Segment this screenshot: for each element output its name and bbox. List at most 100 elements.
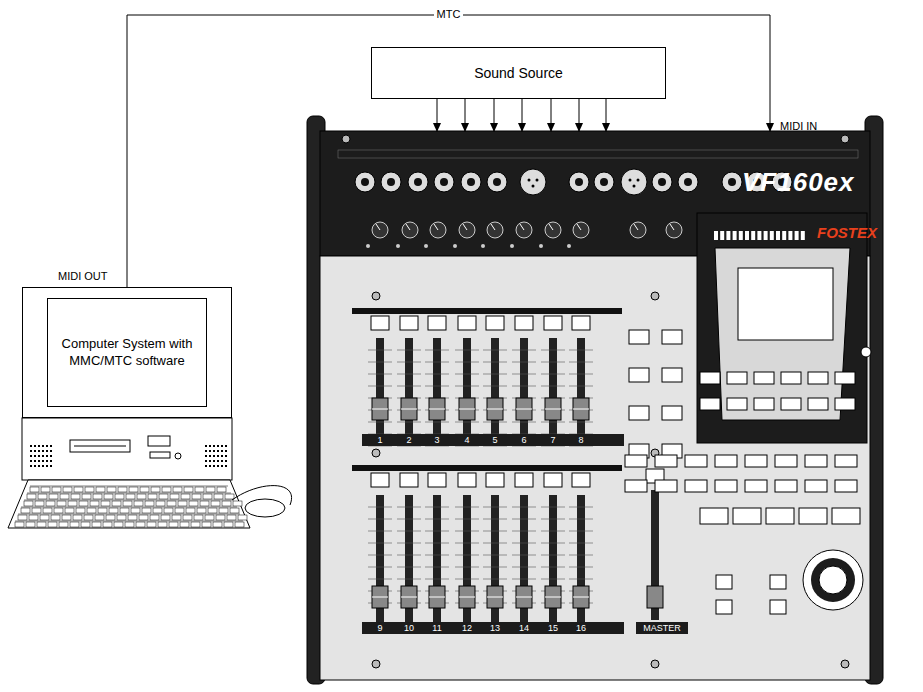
drawing-part <box>225 450 227 452</box>
drawing-part <box>520 224 524 230</box>
drawing-part <box>90 501 99 506</box>
drawing-part <box>205 460 207 462</box>
button <box>832 508 860 524</box>
drawing-part <box>425 543 449 544</box>
button <box>685 480 707 492</box>
button <box>835 398 855 410</box>
drawing-part <box>128 515 137 520</box>
connector <box>606 99 607 131</box>
xlr-jack <box>520 169 546 195</box>
drawing-part <box>34 450 36 452</box>
fader-knob <box>372 586 388 608</box>
drawing-part <box>103 522 112 527</box>
drawing-part <box>424 244 428 248</box>
drawing-part <box>129 487 138 492</box>
lcd <box>738 268 833 340</box>
drawing-part <box>512 579 536 580</box>
drawing-part <box>172 515 181 520</box>
drawing-part <box>225 455 227 457</box>
drawing-part <box>397 362 421 363</box>
drawing-part <box>714 231 718 240</box>
button <box>625 455 647 467</box>
button <box>662 406 682 420</box>
drawing-part <box>85 487 94 492</box>
button <box>629 406 649 420</box>
drawing-part <box>74 487 83 492</box>
drawing-part <box>131 508 140 513</box>
drive-slot <box>70 440 130 452</box>
drawing-part <box>205 455 207 457</box>
drawing-part <box>189 501 198 506</box>
drawing-part <box>202 522 211 527</box>
button <box>770 575 786 589</box>
drawing-part <box>217 445 219 447</box>
fader-knob <box>487 586 503 608</box>
drawing-part <box>541 422 565 423</box>
drawing-part <box>368 422 392 423</box>
button <box>662 368 682 382</box>
drawing-part <box>50 455 52 457</box>
drawing-part <box>455 567 479 568</box>
drawing-part <box>18 514 240 515</box>
drawing-part <box>34 465 36 467</box>
screw <box>372 660 380 668</box>
drawing-part <box>170 494 179 499</box>
channel-button <box>371 316 389 330</box>
fader-knob <box>573 398 589 420</box>
drawing-part <box>217 465 219 467</box>
drawing-part <box>512 555 536 556</box>
drawing-part <box>235 522 244 527</box>
button <box>700 372 720 384</box>
drawing-part <box>209 460 211 462</box>
node-text: Computer System with MMC/MTC software <box>47 298 207 407</box>
drawing-part <box>142 508 151 513</box>
drawing-part <box>24 501 33 506</box>
drawing-part <box>483 531 507 532</box>
drawing-part <box>175 508 184 513</box>
drawing-part <box>217 450 219 452</box>
drawing-part <box>230 508 239 513</box>
jack <box>355 172 375 192</box>
drawing-part <box>372 597 388 598</box>
drawing-part <box>819 566 847 594</box>
drawing-part <box>74 446 126 447</box>
drawing-part <box>726 231 730 240</box>
drawing-part <box>366 244 370 248</box>
drawing-part <box>425 507 449 508</box>
drawing-part <box>483 350 507 351</box>
drawing-part <box>368 555 392 556</box>
drawing-part <box>541 350 565 351</box>
button <box>781 372 801 384</box>
drive-slot <box>148 436 170 446</box>
drawing-part <box>401 409 417 410</box>
button <box>770 600 786 614</box>
channel-number: 12 <box>462 624 472 633</box>
drawing-part <box>200 501 209 506</box>
jack <box>652 172 672 192</box>
channel-number: 15 <box>548 624 558 633</box>
drawing-part <box>162 487 171 492</box>
drawing-part <box>567 244 571 248</box>
drawing-part <box>37 522 46 527</box>
drawing-part <box>186 508 195 513</box>
drawing-part <box>209 465 211 467</box>
drawing-part <box>757 231 761 240</box>
drawing-part <box>764 231 768 240</box>
knob <box>372 222 388 238</box>
fader-knob <box>647 586 663 608</box>
button <box>799 508 827 524</box>
drawing-part <box>209 445 211 447</box>
channel-number: 3 <box>434 436 439 445</box>
drawing-part <box>795 231 799 240</box>
drawing-part <box>459 409 475 410</box>
drawing-part <box>233 501 242 506</box>
button <box>766 508 794 524</box>
drawing-part <box>368 374 392 375</box>
drawing-part <box>368 507 392 508</box>
node-text: VF160ex <box>742 167 855 198</box>
drawing-part <box>38 445 40 447</box>
drawing-part <box>425 422 449 423</box>
drawing-part <box>50 450 52 452</box>
drawing-part <box>70 522 79 527</box>
connector <box>551 99 552 131</box>
